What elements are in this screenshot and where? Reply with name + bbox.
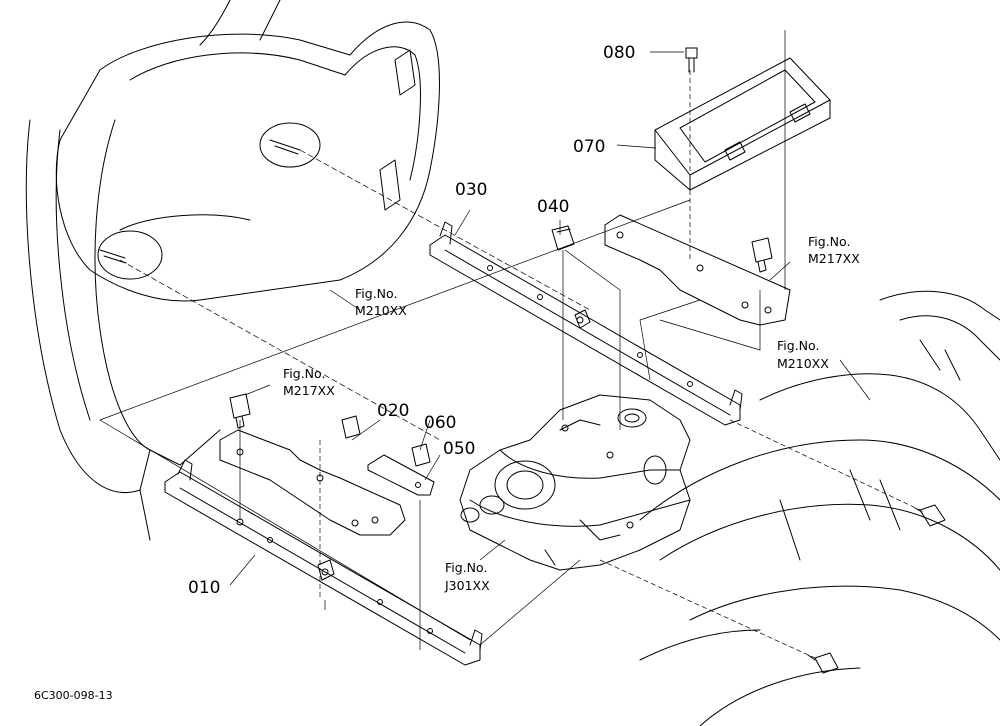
ref-m210-right-line1: Fig.No. <box>777 338 819 353</box>
seat-frame-left <box>25 0 440 541</box>
ref-m217-left-line2: M217XX <box>283 383 335 398</box>
ref-m210-right-line2: M210XX <box>777 356 829 371</box>
assembly-lines <box>99 30 921 659</box>
ref-m217-left-line1: Fig.No. <box>283 366 325 381</box>
frame-right <box>639 290 1000 726</box>
bolt-right-lower-1 <box>914 504 946 527</box>
seat-rail-030 <box>429 221 743 426</box>
drawing-code: 6C300-098-13 <box>34 689 113 702</box>
bolt-right-lower-2 <box>807 652 839 674</box>
ref-j301-line1: Fig.No. <box>445 560 487 575</box>
callout-080: 080 <box>603 43 635 63</box>
bolt-right-plate <box>751 237 773 273</box>
bracket-050 <box>367 454 435 496</box>
ref-m217-right-line1: Fig.No. <box>808 234 850 249</box>
callout-020: 020 <box>377 401 409 421</box>
bracket-plate-lower <box>219 429 406 536</box>
bracket-plate-upper <box>604 214 791 326</box>
seat-rail-010 <box>164 459 483 666</box>
ref-m210-left-line1: Fig.No. <box>355 286 397 301</box>
bolt-040 <box>551 225 575 251</box>
ref-j301-line2: J301XX <box>444 578 490 593</box>
callout-050: 050 <box>443 439 475 459</box>
ref-m210-left-line2: M210XX <box>355 303 407 318</box>
bolt-020 <box>341 415 361 439</box>
callout-010: 010 <box>188 578 220 598</box>
valve-block <box>459 394 691 571</box>
ref-m217-right-line2: M217XX <box>808 251 860 266</box>
bolt-080 <box>685 47 698 73</box>
tool-box <box>654 57 831 191</box>
callout-040: 040 <box>537 197 569 217</box>
callout-060: 060 <box>424 413 456 433</box>
callout-070: 070 <box>573 137 605 157</box>
bolt-lower-left <box>229 393 251 429</box>
callout-030: 030 <box>455 180 487 200</box>
